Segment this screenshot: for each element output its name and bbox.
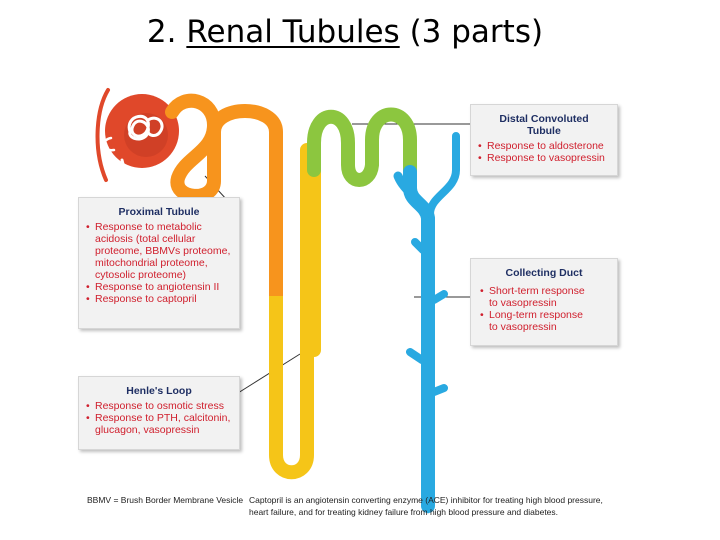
label-header-collecting: Collecting Duct — [505, 267, 583, 279]
glomerulus — [95, 88, 179, 182]
label-box-henle: Henle's Loop Response to osmotic stress … — [78, 376, 240, 450]
collecting-duct-outlet — [422, 500, 434, 514]
list-item: Response to PTH, calcitonin, glucagon, v… — [85, 412, 239, 436]
henle-loop — [269, 296, 314, 480]
footnote-bbmv: BBMV = Brush Border Membrane Vesicle — [87, 495, 244, 505]
list-item: Response to osmotic stress — [85, 400, 239, 412]
label-header-distal: Distal Convoluted Tubule — [499, 113, 589, 137]
list-item: Response to captopril — [85, 293, 239, 305]
list-item: Short-term response to vasopressin — [479, 285, 617, 309]
label-header-henle: Henle's Loop — [126, 385, 192, 397]
proximal-tubule — [165, 93, 283, 307]
label-list-proximal: Response to metabolic acidosis (total ce… — [85, 221, 239, 305]
label-list-collecting: Short-term response to vasopressin Long-… — [479, 285, 617, 333]
label-box-proximal: Proximal Tubule Response to metabolic ac… — [78, 197, 240, 329]
list-item: Response to vasopressin — [477, 152, 617, 164]
thick-ascending-limb — [300, 143, 321, 357]
slide-title: 2. Renal Tubules (3 parts) — [0, 14, 690, 50]
collecting-duct — [403, 165, 435, 513]
label-list-distal: Response to aldosterone Response to vaso… — [477, 140, 617, 164]
collecting-duct-branches — [406, 132, 460, 396]
label-box-collecting: Collecting Duct Short-term response to v… — [470, 258, 618, 346]
list-item: Response to angiotensin II — [85, 281, 239, 293]
label-box-distal: Distal Convoluted Tubule Response to ald… — [470, 104, 618, 176]
list-item: Response to aldosterone — [477, 140, 617, 152]
label-list-henle: Response to osmotic stress Response to P… — [85, 400, 239, 436]
list-item: Long-term response to vasopressin — [479, 309, 617, 333]
list-item: Response to metabolic acidosis (total ce… — [85, 221, 239, 281]
title-number: 2. — [146, 14, 177, 50]
title-rest: (3 parts) — [409, 14, 544, 50]
distal-tubule — [307, 107, 417, 187]
title-underlined: Renal Tubules — [186, 14, 400, 50]
collecting-duct-inlet — [393, 171, 433, 221]
label-header-proximal: Proximal Tubule — [118, 206, 200, 218]
footnote-captopril: Captopril is an angiotensin converting e… — [249, 495, 603, 517]
